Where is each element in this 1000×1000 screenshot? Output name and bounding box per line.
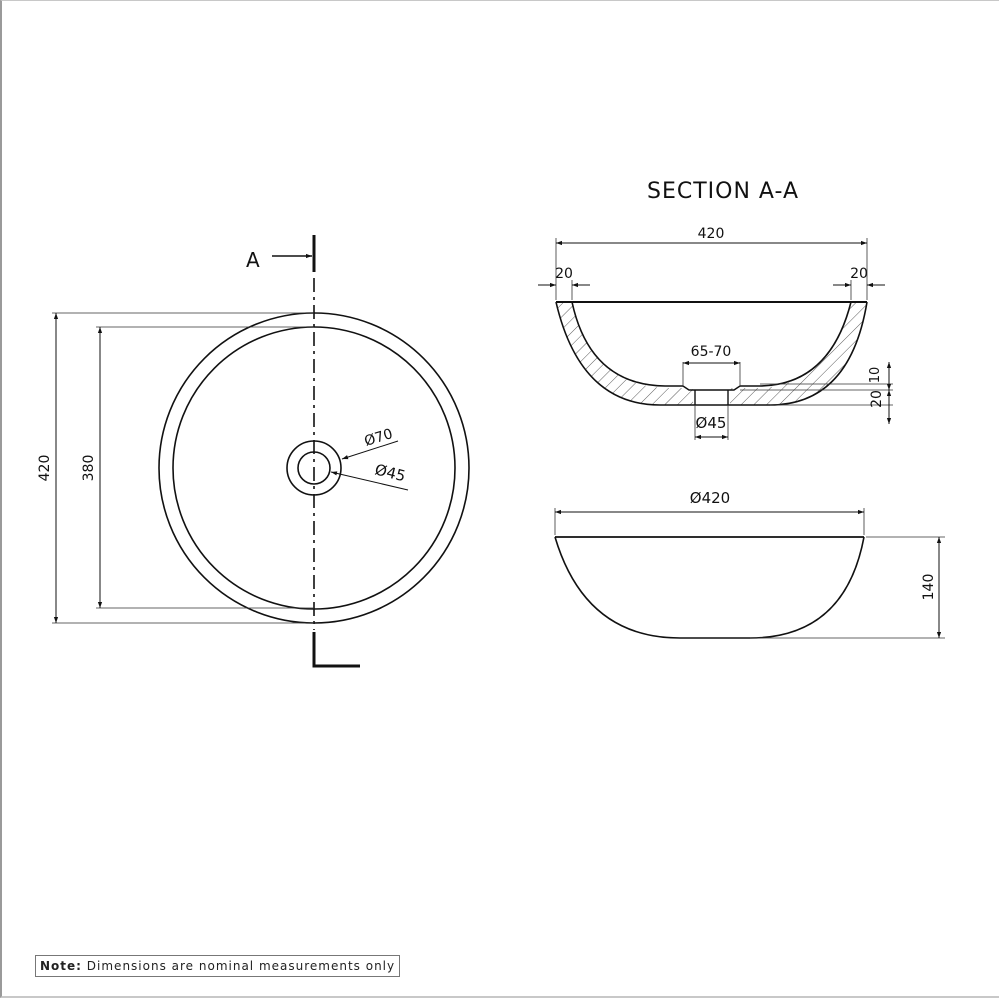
waste-hole-label: Ø45 [696, 414, 727, 432]
note-label: Note: [40, 959, 82, 973]
section-title: SECTION A-A [647, 179, 799, 204]
elevation-diameter-label: Ø420 [690, 489, 730, 507]
elevation-view: Ø420 140 [554, 489, 945, 639]
waste-recess-label: 65-70 [691, 344, 732, 360]
section-view: SECTION A-A 420 20 20 65 [538, 179, 893, 440]
plan-outer-diameter-label: 420 [37, 455, 53, 482]
rim-right-label: 20 [850, 266, 868, 282]
section-line-bottom [312, 632, 360, 668]
elevation-height-label: 140 [921, 574, 937, 601]
section-width-label: 420 [698, 226, 725, 242]
rim-left-label: 20 [555, 266, 573, 282]
note-text: Dimensions are nominal measurements only [86, 959, 396, 973]
plan-inner-diameter-label: 380 [81, 455, 97, 482]
plan-view: A 420 380 Ø70 Ø45 [37, 235, 470, 668]
note-box: Note: Dimensions are nominal measurement… [35, 955, 401, 977]
recess-depth-label: 10 [868, 367, 883, 384]
waste-inner-label: Ø45 [373, 460, 407, 485]
section-marker-label: A [246, 248, 260, 272]
waste-outer-label: Ø70 [362, 426, 394, 450]
base-thickness-label: 20 [869, 390, 885, 408]
